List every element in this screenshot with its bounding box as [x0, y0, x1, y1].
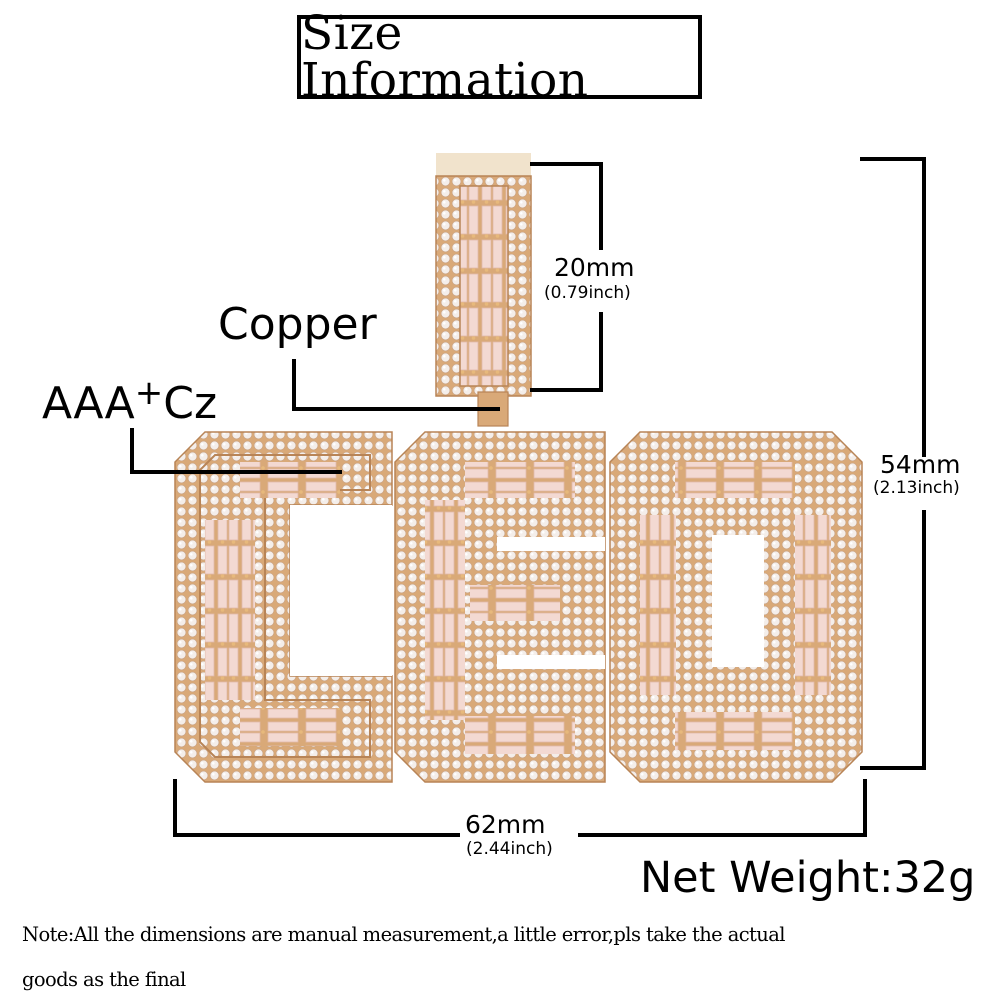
width-dim-horizontal-right	[578, 833, 867, 837]
letter-c	[174, 431, 393, 783]
net-weight: Net Weight:32g	[640, 853, 976, 903]
height-dim-top	[860, 157, 926, 161]
height-dim-bottom	[860, 766, 926, 770]
bail	[435, 153, 532, 427]
bail-height-mm: 20mm	[554, 253, 635, 282]
width-dim-right	[863, 779, 867, 837]
copper-label: Copper	[218, 299, 377, 350]
height-dim-vertical-upper	[922, 157, 926, 457]
width-dim-left	[173, 779, 177, 837]
bail-dim-top	[530, 162, 603, 166]
bail-dim-vertical-lower	[599, 312, 603, 392]
bail-dim-vertical-upper	[599, 162, 603, 250]
note: Note:All the dimensions are manual measu…	[22, 912, 992, 1002]
total-height-mm: 54mm	[880, 450, 961, 479]
total-height-inch: (2.13inch)	[873, 478, 960, 498]
copper-leader-vertical	[292, 359, 296, 411]
title-box: Size Information	[297, 10, 702, 104]
cz-label-main: AAA	[42, 378, 135, 429]
width-inch: (2.44inch)	[466, 839, 553, 859]
cz-leader-horizontal	[130, 470, 342, 474]
bail-dim-bottom	[530, 388, 603, 392]
copper-leader-horizontal	[292, 407, 500, 411]
note-line-2: goods as the final	[22, 968, 186, 991]
height-dim-vertical-lower	[922, 510, 926, 770]
bail-height-inch: (0.79inch)	[544, 283, 631, 303]
width-mm: 62mm	[465, 810, 546, 839]
cz-label-tail: Cz	[163, 378, 218, 429]
width-dim-horizontal-left	[173, 833, 460, 837]
page-title: Size Information	[301, 6, 589, 108]
letter-e	[394, 431, 606, 783]
cz-label-plus: +	[134, 373, 164, 413]
letter-o	[609, 431, 863, 783]
cz-leader-vertical	[130, 428, 134, 474]
cz-label: AAA+Cz	[42, 376, 217, 426]
note-line-1: Note:All the dimensions are manual measu…	[22, 923, 786, 946]
